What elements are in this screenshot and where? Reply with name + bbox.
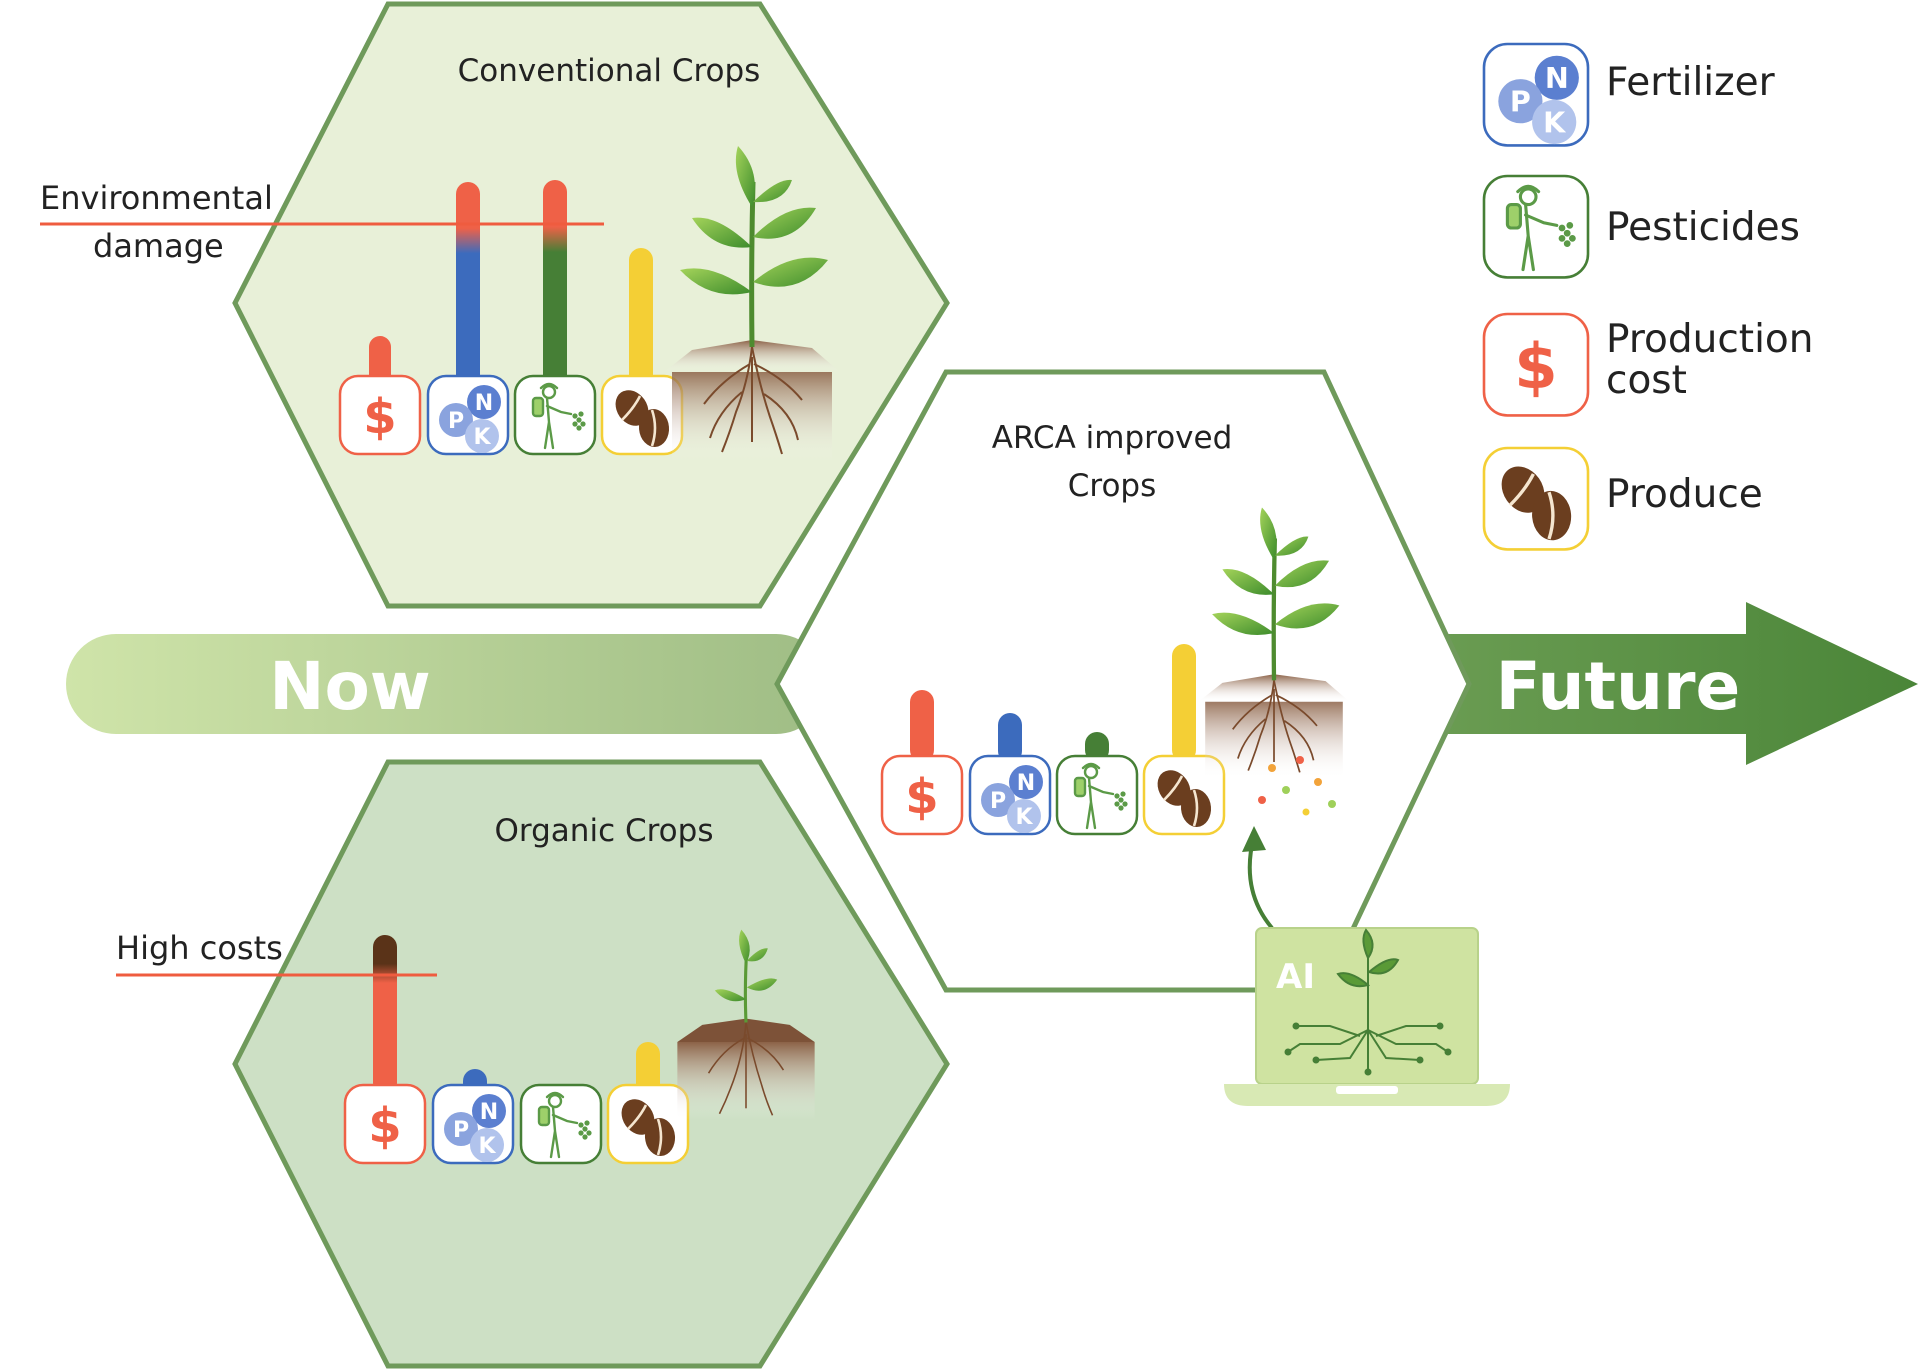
laptop-link-arrowhead	[1242, 826, 1266, 852]
now-label: Now	[269, 648, 431, 725]
dollar-icon	[905, 769, 939, 825]
arca-pesticide-tile	[1055, 754, 1139, 836]
now-band	[66, 634, 826, 734]
conventional-fertilizer-bar	[456, 182, 480, 392]
conventional-fertilizer-tile	[426, 374, 510, 456]
legend-production-cost-label-line1: Production	[1606, 317, 1814, 362]
legend-produce-label: Produce	[1606, 472, 1763, 517]
dollar-icon	[368, 1098, 402, 1154]
conventional-produce-bar	[629, 248, 653, 392]
organic-produce-tile	[606, 1083, 690, 1165]
arca-produce-bar	[1172, 644, 1196, 762]
future-arrow	[1440, 602, 1918, 765]
environmental-damage-label-line1: Environmental	[40, 179, 273, 217]
organic-pesticide-tile	[519, 1083, 603, 1165]
conventional-title: Conventional Crops	[458, 53, 761, 89]
dollar-icon	[1514, 330, 1558, 404]
ai-label: AI	[1276, 957, 1315, 997]
root-nutrient-dots	[1258, 756, 1336, 816]
legend-fertilizer-label: Fertilizer	[1606, 60, 1776, 105]
legend: Fertilizer Pesticides Production cost Pr…	[1482, 42, 1814, 551]
conventional-pesticide-bar	[543, 180, 567, 392]
future-label: Future	[1496, 648, 1741, 725]
arca-fertilizer-tile	[968, 754, 1052, 836]
legend-produce-item: Produce	[1482, 446, 1763, 551]
arca-cost-tile	[880, 754, 964, 836]
dollar-icon	[363, 389, 397, 445]
conventional-produce-tile	[600, 374, 684, 456]
organic-cost-bar	[373, 935, 397, 1095]
circuit-plant-icon	[1284, 928, 1452, 1076]
arca-pesticide-bar	[1085, 732, 1109, 762]
legend-pesticides-item: Pesticides	[1482, 174, 1800, 279]
legend-production-cost-item: Production cost	[1482, 312, 1814, 417]
conventional-crops-panel: Conventional Crops Environmental damage	[40, 1, 950, 609]
ai-laptop: AI	[1224, 826, 1510, 1106]
organic-fertilizer-tile	[431, 1083, 515, 1165]
timeline-arrow: Now Future	[66, 602, 1918, 765]
arca-title-line2: Crops	[1068, 468, 1157, 504]
arca-produce-tile	[1142, 754, 1226, 836]
legend-production-cost-label-line2: cost	[1606, 358, 1687, 403]
organic-hexagon	[232, 759, 950, 1369]
conventional-cost-tile	[338, 374, 422, 456]
conventional-hexagon	[232, 1, 950, 609]
arca-cost-bar	[910, 690, 934, 762]
conventional-pesticide-tile	[513, 374, 597, 456]
arca-hexagon	[774, 369, 1472, 993]
organic-crops-panel: Organic Crops High costs	[116, 759, 950, 1369]
environmental-damage-label-line2: damage	[93, 227, 224, 265]
arca-crops-panel: ARCA improved Crops	[774, 369, 1472, 993]
high-costs-label: High costs	[116, 929, 283, 967]
organic-title: Organic Crops	[495, 813, 714, 849]
legend-fertilizer-item: Fertilizer	[1482, 42, 1776, 147]
arca-fertilizer-bar	[998, 713, 1022, 763]
arca-title-line1: ARCA improved	[992, 420, 1233, 456]
legend-pesticides-label: Pesticides	[1606, 205, 1800, 250]
organic-cost-tile	[343, 1083, 427, 1165]
